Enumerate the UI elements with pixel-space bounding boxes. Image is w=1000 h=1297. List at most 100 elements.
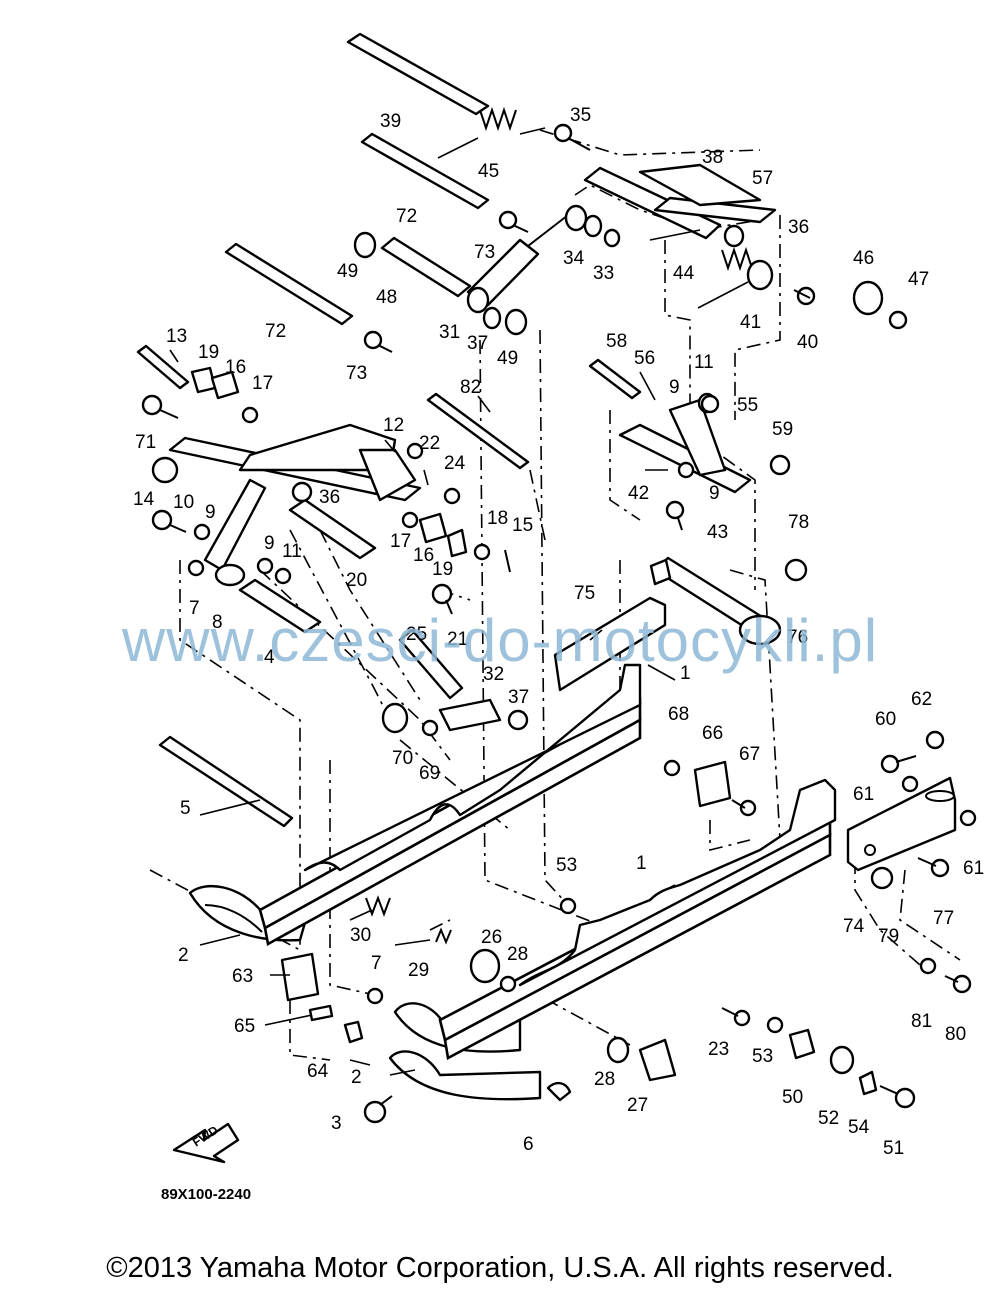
shock-absorber [466, 204, 588, 314]
part-callout-58: 58 [606, 331, 627, 352]
part-callout-34: 34 [563, 248, 585, 269]
part-callout-38: 38 [702, 147, 723, 168]
rear-arm [583, 163, 777, 291]
bolt-58 [588, 358, 642, 400]
part-callout-59: 59 [772, 419, 793, 440]
part-callout-5: 5 [180, 798, 191, 819]
part-callout-48: 48 [376, 287, 397, 308]
part-callout-36: 36 [319, 487, 340, 508]
part-callout-19: 19 [198, 342, 219, 363]
part-callout-70: 70 [392, 748, 413, 769]
part-callout-9: 9 [205, 502, 216, 523]
slide-rail-right [438, 778, 837, 1060]
leader-lines [169, 127, 749, 1076]
part-callout-16: 16 [225, 357, 246, 378]
part-callout-61: 61 [963, 858, 984, 879]
part-callout-81: 81 [911, 1011, 932, 1032]
shaft-48 [380, 236, 472, 298]
shaft-72-upper [360, 132, 490, 210]
part-callout-63: 63 [232, 966, 253, 987]
part-callout-71: 71 [135, 432, 156, 453]
part-callout-52: 52 [818, 1108, 839, 1129]
part-callout-82: 82 [460, 377, 481, 398]
part-callout-31: 31 [439, 322, 460, 343]
part-callout-40: 40 [797, 332, 818, 353]
part-callout-69: 69 [419, 763, 440, 784]
part-callout-27: 27 [627, 1095, 648, 1116]
bolt-13 [136, 344, 190, 390]
part-callout-35: 35 [570, 105, 591, 126]
bracket-slot [925, 790, 955, 802]
part-callout-14: 14 [133, 489, 155, 510]
bolt-5 [158, 735, 294, 828]
part-callout-44: 44 [673, 263, 695, 284]
spring-44 [721, 246, 753, 272]
part-callout-17: 17 [390, 531, 411, 552]
part-callout-78: 78 [788, 512, 809, 533]
part-callout-43: 43 [707, 522, 728, 543]
part-callout-53: 53 [752, 1046, 773, 1067]
drawing-code: 89X100-2240 [161, 1186, 252, 1203]
exploded-parts-diagram: FWD 39 45 35 38 57 36 72 73 34 33 44 46 … [133, 32, 984, 1164]
part-callout-17: 17 [252, 373, 273, 394]
part-callout-13: 13 [166, 326, 187, 347]
part-callout-64: 64 [307, 1061, 329, 1082]
part-callout-61: 61 [853, 784, 874, 805]
part-callout-46: 46 [853, 248, 874, 269]
slide-rail-left [258, 663, 642, 947]
spring-45 [479, 106, 517, 132]
part-callout-56: 56 [634, 348, 655, 369]
hardware [141, 123, 977, 1124]
bolt-82 [426, 392, 530, 470]
part-callout-32: 32 [483, 664, 504, 685]
part-callout-25: 25 [406, 624, 427, 645]
part-callout-45: 45 [478, 161, 499, 182]
part-callout-77: 77 [933, 908, 954, 929]
part-callout-36: 36 [788, 217, 809, 238]
forward-arrow-icon: FWD [172, 1123, 240, 1164]
part-callout-47: 47 [908, 269, 929, 290]
part-callout-8: 8 [212, 612, 223, 633]
part-callout-19: 19 [432, 559, 453, 580]
part-callout-33: 33 [593, 263, 614, 284]
rear-arm-lower [618, 398, 752, 494]
part-callout-3: 3 [331, 1113, 342, 1134]
part-callout-28: 28 [507, 944, 528, 965]
part-callout-2: 2 [351, 1067, 362, 1088]
part-callout-16: 16 [413, 545, 434, 566]
pivot-plate [553, 596, 667, 692]
part-callout-26: 26 [481, 927, 502, 948]
part-callout-66: 66 [702, 723, 723, 744]
part-callout-9: 9 [264, 533, 275, 554]
part-callout-57: 57 [752, 168, 773, 189]
part-callout-72: 72 [265, 321, 286, 342]
front-arm [168, 423, 422, 587]
part-callout-11: 11 [282, 541, 302, 562]
part-callout-42: 42 [628, 483, 649, 504]
part-callout-9: 9 [669, 377, 680, 398]
part-callout-6: 6 [523, 1134, 534, 1155]
part-callout-37: 37 [508, 687, 529, 708]
part-callout-73: 73 [474, 242, 495, 263]
part-callout-60: 60 [875, 709, 896, 730]
part-callout-73: 73 [346, 363, 367, 384]
part-callout-62: 62 [911, 689, 932, 710]
part-callout-75: 75 [574, 583, 595, 604]
part-callout-12: 12 [383, 415, 404, 436]
part-callout-15: 15 [512, 515, 533, 536]
callout-labels: 39 45 35 38 57 36 72 73 34 33 44 46 47 4… [133, 105, 984, 1159]
part-callout-18: 18 [487, 508, 508, 529]
part-callout-7: 7 [189, 598, 200, 619]
part-callout-50: 50 [782, 1087, 803, 1108]
part-callout-2: 2 [178, 945, 189, 966]
part-callout-79: 79 [878, 926, 899, 947]
part-callout-53: 53 [556, 855, 577, 876]
part-callout-49: 49 [497, 348, 518, 369]
part-callout-20: 20 [346, 570, 367, 591]
part-callout-68: 68 [668, 704, 689, 725]
part-callout-4: 4 [264, 647, 275, 668]
part-callout-22: 22 [419, 433, 440, 454]
part-callout-51: 51 [883, 1138, 904, 1159]
part-callout-9: 9 [709, 483, 720, 504]
part-callout-49: 49 [337, 261, 358, 282]
